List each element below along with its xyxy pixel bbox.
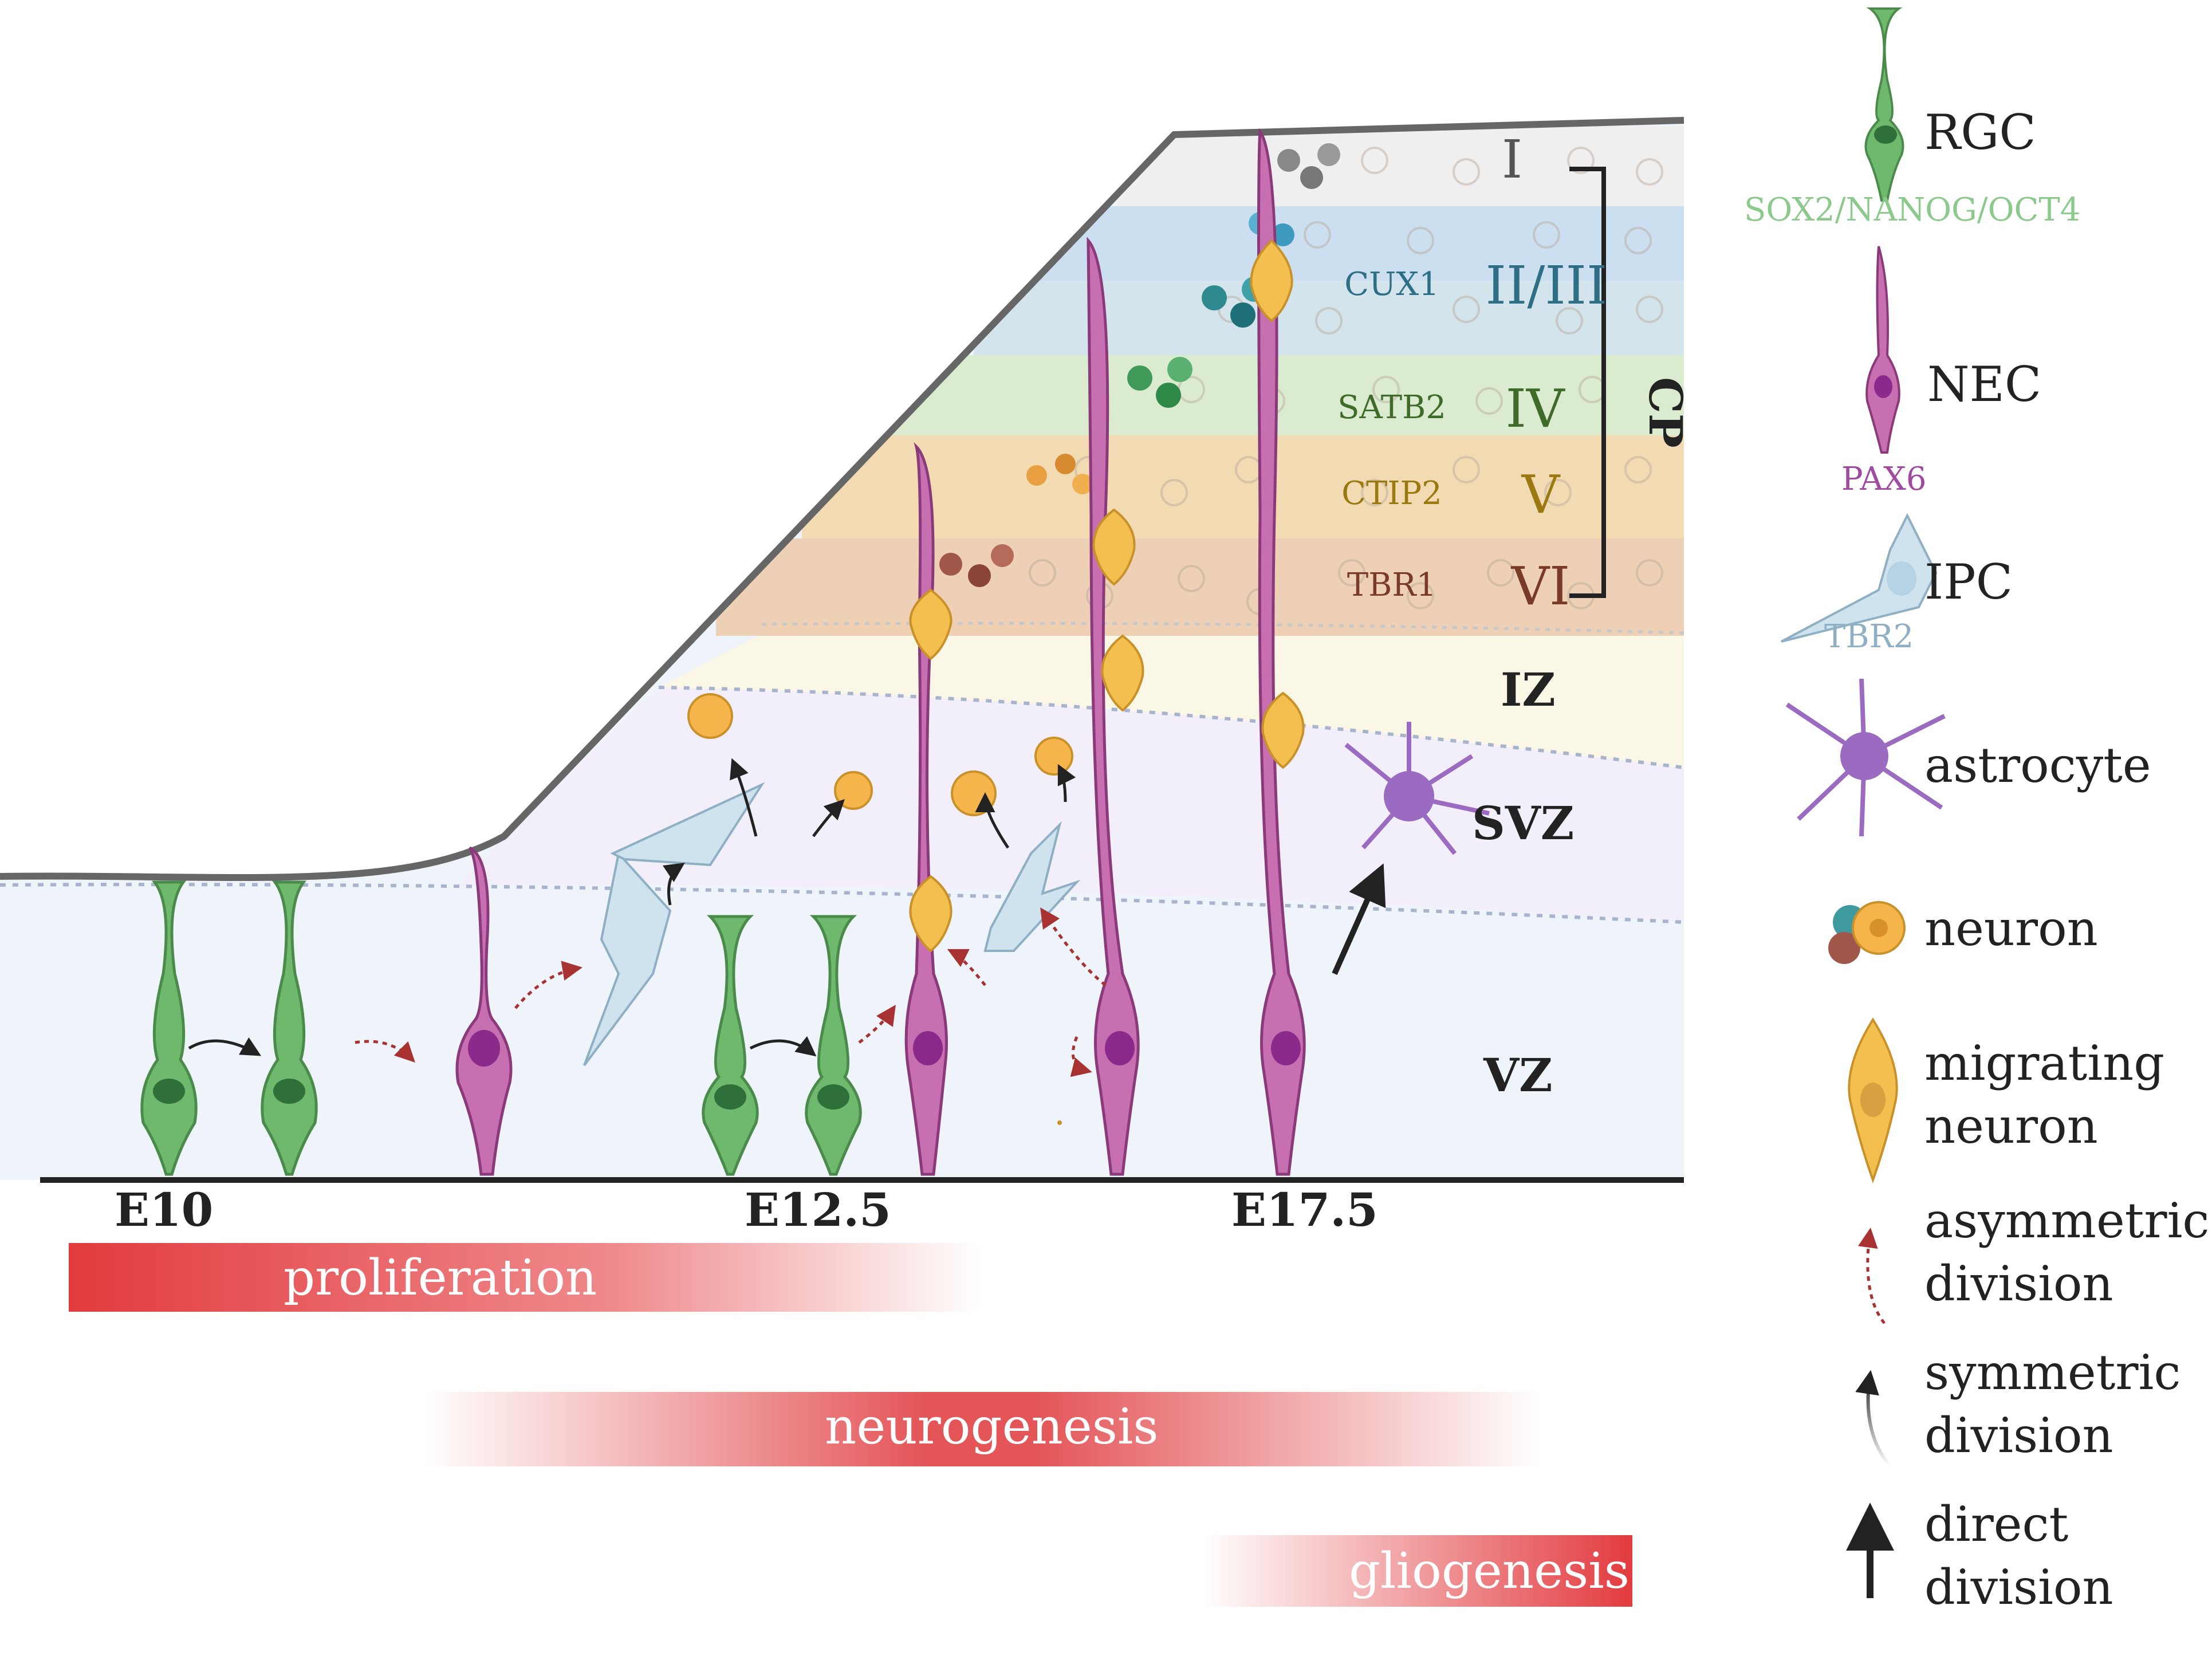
zone-label-iz: IZ — [1501, 663, 1556, 717]
rgc-cell — [261, 880, 318, 1176]
legend-direct-label-2: division — [1924, 1559, 2113, 1615]
layer-iv-neuron-cluster — [1127, 357, 1192, 408]
legend-neuron-icon — [1828, 901, 1906, 964]
legend: RGC SOX2/NANOG/OCT4 NEC PAX6 IPC TBR2 as… — [1744, 7, 2209, 1615]
legend-neuron-label: neuron — [1924, 900, 2098, 957]
proliferation-bar — [69, 1243, 979, 1312]
legend-migrating-neuron-icon — [1848, 1017, 1898, 1183]
layer-marker-3: CTIP2 — [1341, 475, 1442, 512]
legend-ipc-icon — [1781, 513, 1938, 643]
layer-numeral-3: V — [1521, 464, 1561, 525]
layer-numeral-1: II/III — [1486, 255, 1608, 316]
layer-i-neuron-cluster — [1277, 143, 1340, 189]
neurogenesis-bar — [424, 1392, 1541, 1466]
layer-numeral-4: VI — [1511, 556, 1571, 617]
zone-label-cp: CP — [1639, 377, 1693, 448]
legend-astrocyte-icon — [1785, 678, 1946, 837]
nec-radial-fiber — [1257, 128, 1306, 1176]
legend-migrating-label-2: neuron — [1924, 1098, 2098, 1154]
gliogenesis-label: gliogenesis — [1349, 1543, 1630, 1600]
direct-division-arrow — [1332, 863, 1386, 975]
ipc-cell — [583, 782, 1081, 1067]
legend-rgc-label: RGC — [1924, 104, 2036, 160]
timepoint-e17-5: E17.5 — [1231, 1183, 1378, 1237]
legend-ipc-marker: TBR2 — [1824, 618, 1914, 655]
legend-direct-label-1: direct — [1924, 1496, 2069, 1552]
timepoint-e10: E10 — [115, 1183, 213, 1237]
layer-marker-1: CUX1 — [1344, 266, 1439, 303]
legend-asymmetric-arrow-icon — [1857, 1228, 1886, 1324]
timepoint-e12-5: E12.5 — [745, 1183, 891, 1237]
legend-asymmetric-label-1: asymmetric — [1924, 1193, 2209, 1249]
layer-marker-4: TBR1 — [1347, 567, 1436, 604]
rgc-cell — [702, 915, 759, 1176]
migrating-neuron — [909, 239, 1305, 953]
proliferation-label: proliferation — [284, 1249, 597, 1307]
legend-migrating-label-1: migrating — [1924, 1035, 2164, 1091]
nec-radial-fiber — [904, 442, 948, 1176]
zone-label-vz: VZ — [1483, 1048, 1552, 1102]
layer-v-neuron-cluster — [1026, 454, 1093, 494]
gliogenesis-bar — [1203, 1535, 1632, 1607]
legend-rgc-icon — [1864, 7, 1904, 202]
asymmetric-division-arrows — [355, 907, 1107, 1077]
legend-nec-icon — [1865, 246, 1900, 454]
legend-nec-label: NEC — [1927, 356, 2041, 412]
legend-rgc-markers: SOX2/NANOG/OCT4 — [1744, 191, 2080, 229]
neurogenesis-label: neurogenesis — [825, 1398, 1159, 1456]
rgc-cell — [140, 880, 198, 1176]
layer-numeral-2: IV — [1506, 378, 1565, 439]
layer-numeral-0: I — [1502, 129, 1522, 190]
symmetric-division-arrows — [188, 758, 1076, 1057]
legend-ipc-label: IPC — [1924, 554, 2013, 610]
legend-symmetric-label-1: symmetric — [1924, 1344, 2180, 1401]
layer-marker-2: SATB2 — [1337, 389, 1446, 426]
legend-astrocyte-label: astrocyte — [1924, 737, 2151, 793]
nec-cell — [455, 846, 513, 1176]
rgc-cell — [805, 915, 862, 1176]
cp-bracket — [1569, 167, 1606, 598]
layer-vi-neuron-cluster — [939, 544, 1014, 587]
legend-symmetric-arrow-icon — [1855, 1370, 1892, 1468]
zone-label-svz: SVZ — [1472, 796, 1574, 850]
astrocyte-cell — [1344, 722, 1490, 855]
legend-symmetric-label-2: division — [1924, 1407, 2113, 1464]
legend-nec-marker: PAX6 — [1841, 461, 1926, 498]
legend-asymmetric-label-2: division — [1924, 1256, 2113, 1312]
